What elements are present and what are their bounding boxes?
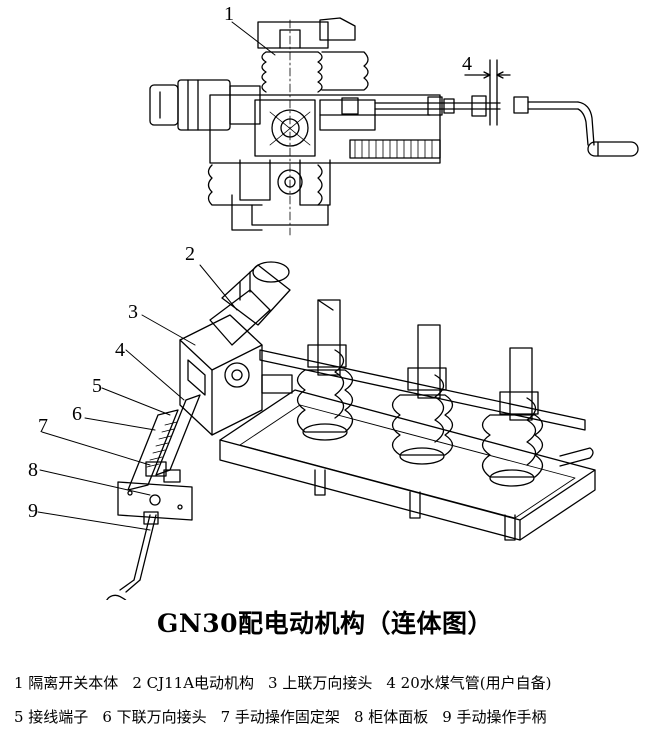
pole-1: [296, 299, 354, 441]
legend-item-7: 7 手动操作固定架: [220, 708, 340, 726]
callout-top-4: 4: [462, 53, 472, 75]
legend-item-4: 4 20水煤气管(用户自备): [386, 674, 552, 692]
top-insulator-upper: [261, 51, 369, 93]
legend-item-5: 5 接线端子: [14, 708, 89, 726]
pole-3: [481, 347, 544, 487]
callout-3: 3: [128, 301, 138, 323]
mechanism-drawing: 1 4 2 3 4 5 6 7 8 9: [28, 3, 639, 600]
shaft-assembly: [127, 394, 201, 491]
legend-item-8: 8 柜体面板: [353, 708, 429, 726]
callout-6: 6: [72, 403, 82, 425]
callout-2: 2: [185, 243, 195, 265]
crank-handle: [94, 511, 159, 600]
top-crank-handle: [513, 96, 639, 157]
isometric-view: [94, 261, 596, 600]
cabinet-panel: [117, 481, 193, 521]
callout-top-1: 1: [224, 3, 234, 25]
parts-legend-row-2: 5 接线端子 6 下联万向接头 7 手动操作固定架 8 柜体面板 9 手动操作手…: [14, 706, 644, 727]
top-motor: [149, 79, 261, 131]
top-insulator-lower: [207, 159, 331, 206]
callout-9: 9: [28, 500, 38, 522]
callout-4: 4: [115, 339, 125, 361]
legend-item-9: 9 手动操作手柄: [442, 708, 547, 726]
motor-cj11a: [209, 261, 291, 346]
leader-lines: [37, 21, 276, 531]
top-view: [149, 17, 639, 236]
legend-item-3: 3 上联万向接头: [268, 674, 373, 692]
gearbox: [179, 314, 293, 436]
diagram-title: GN30配电动机构（连体图）: [157, 609, 493, 638]
callout-5: 5: [92, 375, 102, 397]
callout-8: 8: [28, 459, 38, 481]
legend-item-6: 6 下联万向接头: [102, 708, 207, 726]
pole-2: [391, 324, 454, 465]
callout-7: 7: [38, 415, 48, 437]
parts-legend-row-1: 1 隔离开关本体 2 CJ11A电动机构 3 上联万向接头 4 20水煤气管(用…: [14, 672, 644, 693]
legend-item-2: 2 CJ11A电动机构: [132, 674, 255, 692]
legend-item-1: 1 隔离开关本体: [14, 674, 119, 692]
